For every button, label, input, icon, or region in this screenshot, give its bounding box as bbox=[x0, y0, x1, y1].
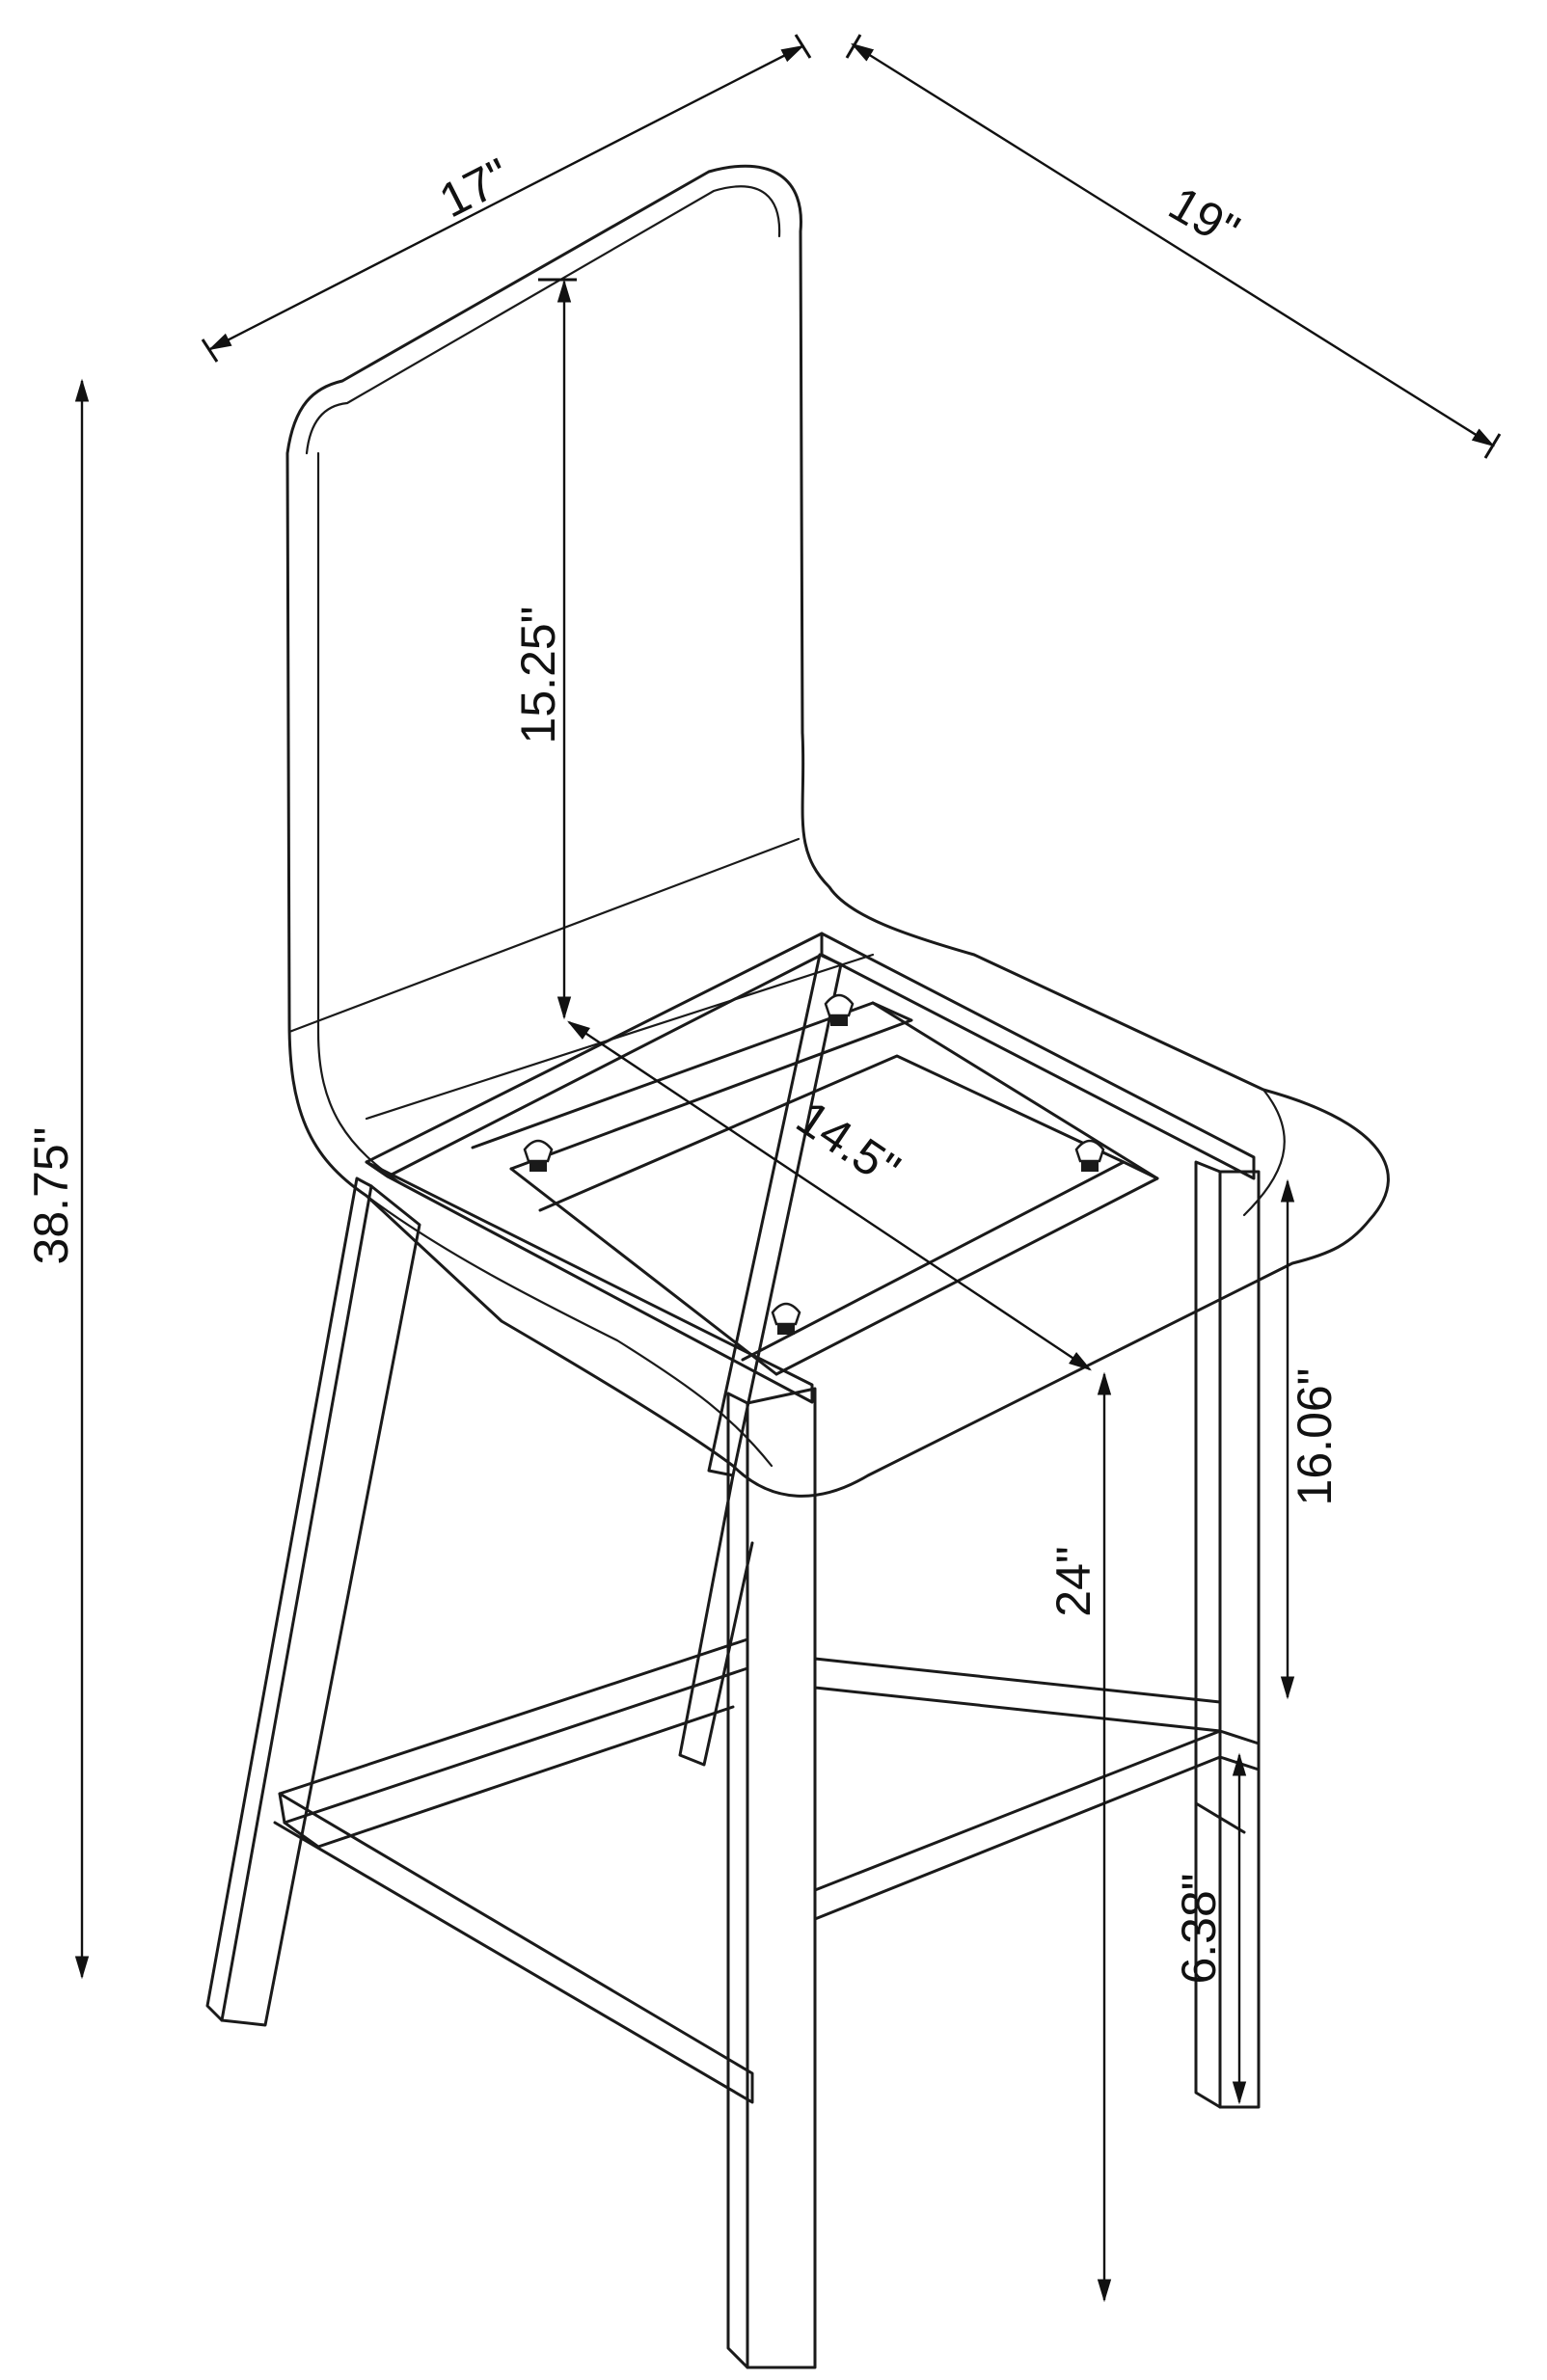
dim-back-height-label: 15.25" bbox=[511, 607, 565, 744]
bolt-icon bbox=[1074, 1139, 1105, 1172]
dim-seat-height: 24" bbox=[1046, 1371, 1112, 2303]
dim-overall-height: 38.75" bbox=[24, 378, 90, 1980]
dim-footrest-height: 6.38" bbox=[1172, 1752, 1247, 2105]
dim-footrest-height-label: 6.38" bbox=[1172, 1873, 1226, 1984]
dim-arm-to-rail-label: 16.06" bbox=[1288, 1368, 1342, 1506]
chair-frame bbox=[205, 932, 1261, 2369]
dim-seat-depth: 14.5" bbox=[567, 1020, 1092, 1371]
dim-depth-top: 19" bbox=[845, 34, 1502, 459]
dim-arm-to-rail: 16.06" bbox=[1280, 1178, 1342, 1700]
chair-back bbox=[285, 164, 1390, 1498]
bolt-icon bbox=[523, 1139, 554, 1172]
bolt-icon bbox=[771, 1302, 801, 1335]
dim-overall-height-label: 38.75" bbox=[24, 1127, 78, 1265]
dim-width-top-label: 17" bbox=[431, 148, 519, 228]
dim-width-top: 17" bbox=[201, 34, 812, 363]
dim-back-height: 15.25" bbox=[511, 278, 577, 1020]
dim-seat-height-label: 24" bbox=[1046, 1546, 1100, 1616]
